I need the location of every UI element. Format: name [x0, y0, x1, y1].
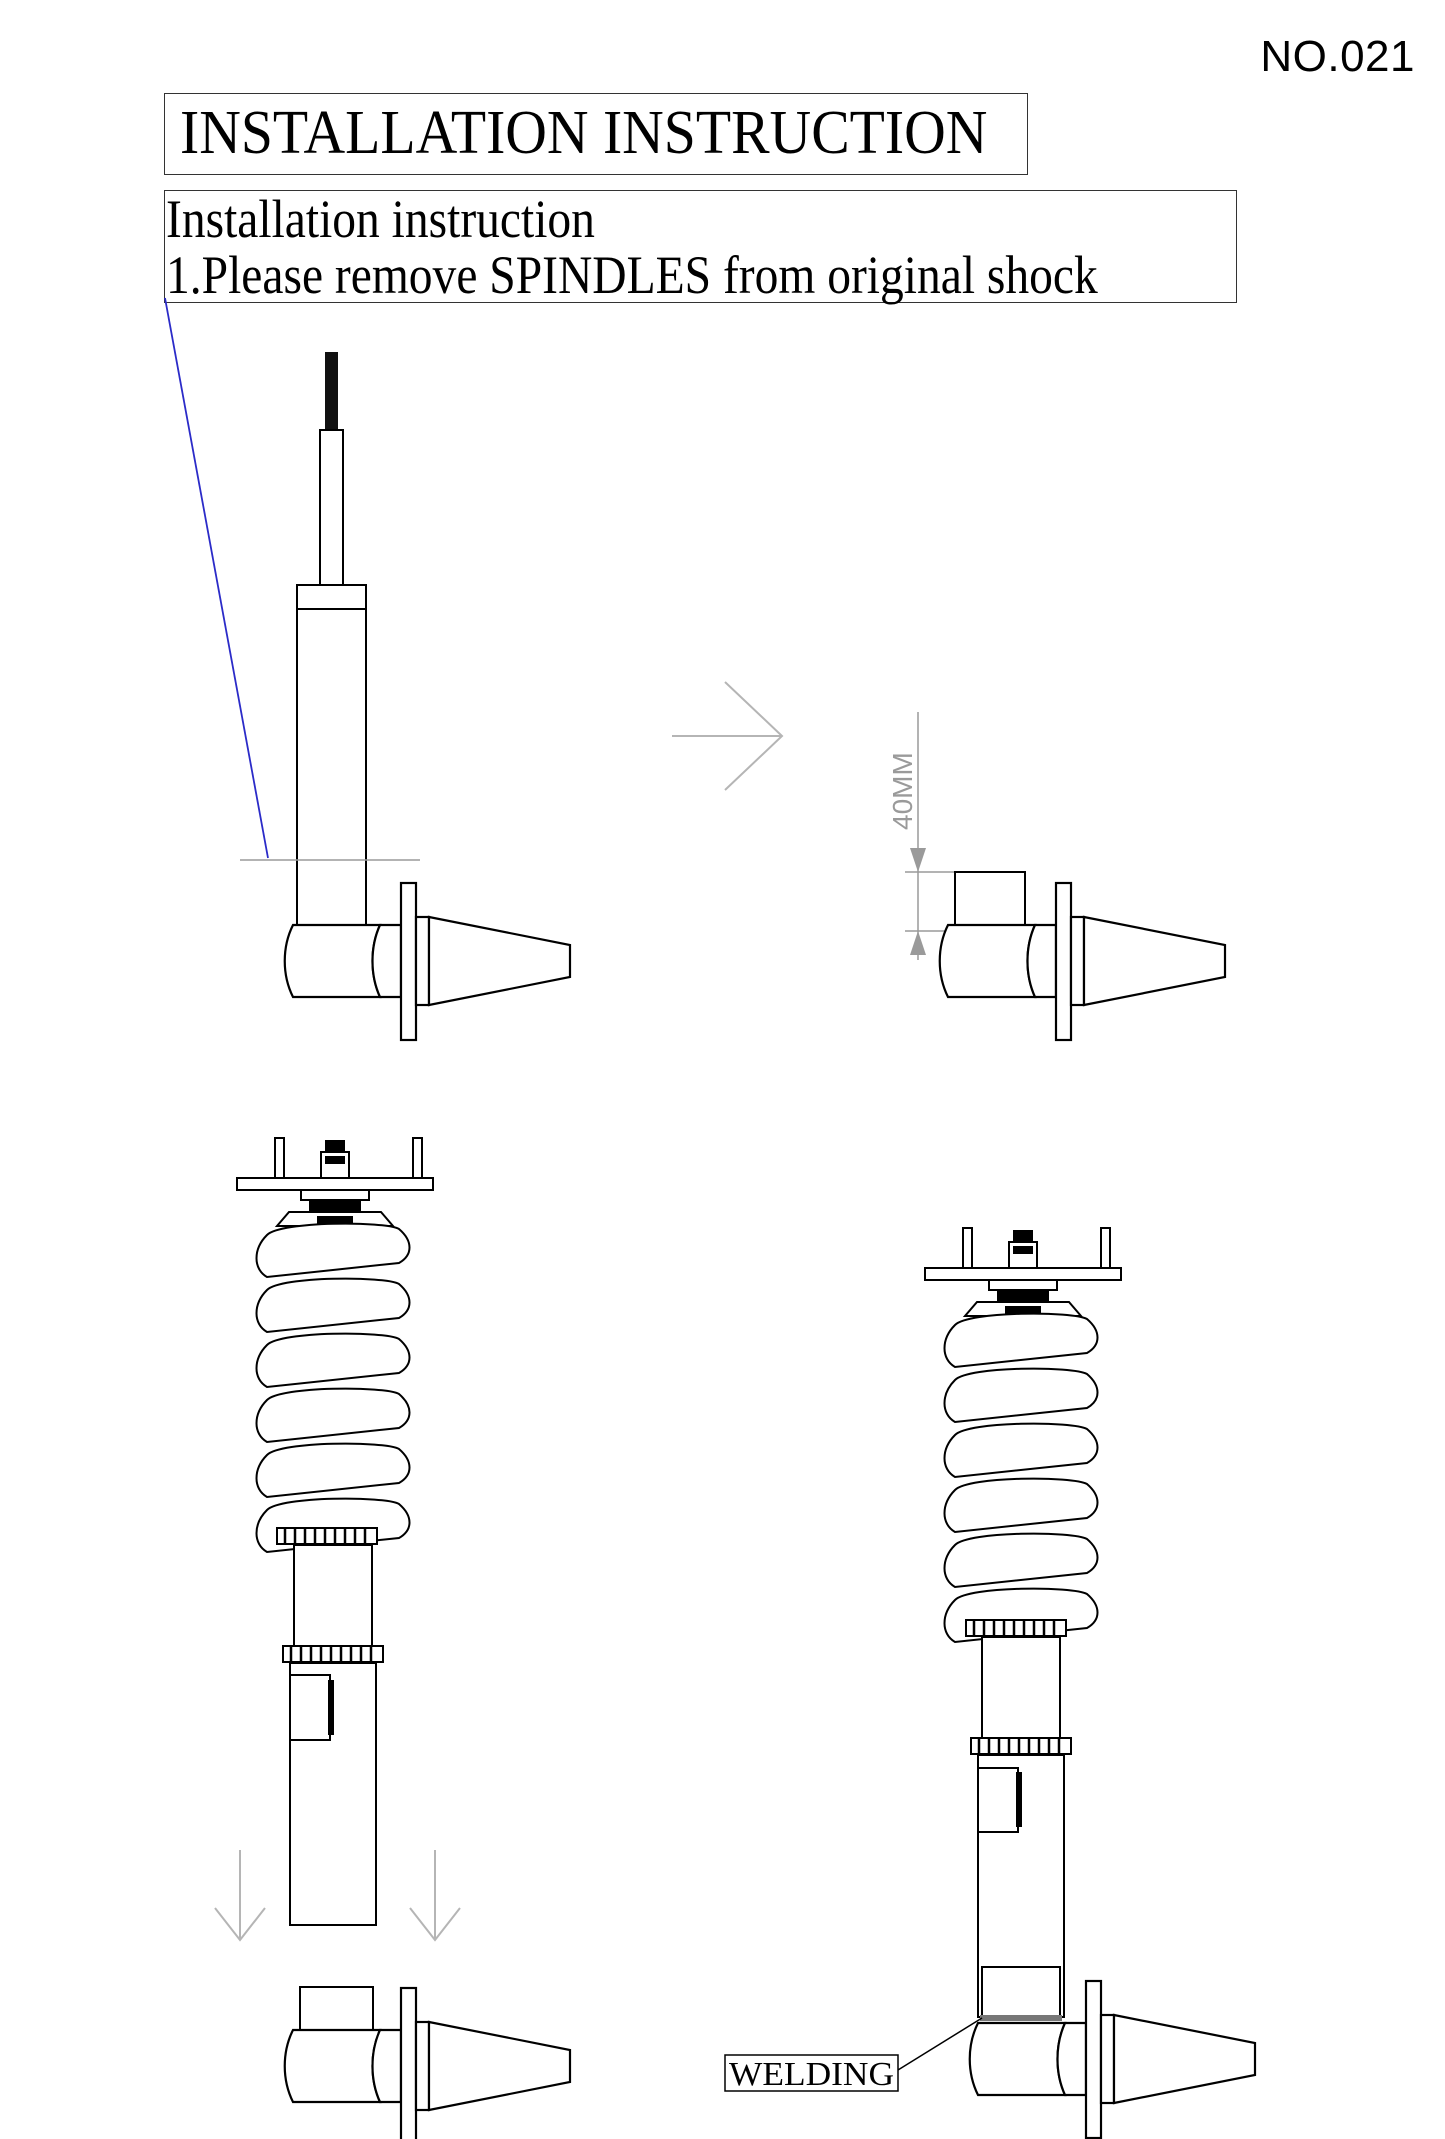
- document-number: NO.021: [1260, 32, 1415, 81]
- right-arrow-icon: [672, 681, 784, 791]
- page-title: INSTALLATION INSTRUCTION: [180, 99, 988, 167]
- welding-leader: [897, 2017, 983, 2071]
- threaded-rod: [325, 352, 338, 430]
- instruction-heading: Installation instruction: [166, 189, 595, 249]
- welding-label-frame: [724, 2054, 899, 2092]
- leader-line: [164, 297, 269, 859]
- height-lock-ring: [281, 1644, 385, 1664]
- cut-spindle-figure: 40MM: [887, 712, 1227, 1042]
- original-shock-figure: [164, 297, 572, 1042]
- lower-spring-seat: [964, 1618, 1068, 1638]
- welding-label: WELDING: [729, 2056, 894, 2093]
- title-frame: [164, 93, 1028, 175]
- spindle-stub: [299, 1986, 374, 2038]
- dimension-label: 40MM: [887, 752, 918, 830]
- weld-seam: [980, 2015, 1062, 2021]
- shock-body-lower: [289, 1662, 377, 1926]
- down-arrow-icon: [409, 1849, 461, 1941]
- welded-assembly-figure: WELDING: [724, 1227, 1257, 2139]
- shock-body: [296, 608, 367, 933]
- down-arrow-icon: [214, 1849, 266, 1941]
- piston-rod: [319, 429, 344, 586]
- spindle-stub: [981, 1966, 1061, 2018]
- shock-body-upper: [981, 1636, 1061, 1740]
- top-mount: [236, 1137, 434, 1227]
- spindle-stub: [954, 871, 1026, 933]
- shock-body-upper: [293, 1544, 373, 1648]
- lower-spring-seat: [275, 1526, 379, 1546]
- coil-spring: [255, 1222, 411, 1553]
- height-lock-ring: [969, 1736, 1073, 1756]
- instruction-step-1: 1.Please remove SPINDLES from original s…: [166, 245, 1098, 305]
- coil-spring: [943, 1312, 1099, 1643]
- top-mount: [924, 1227, 1122, 1317]
- shock-cap: [296, 584, 367, 610]
- instruction-frame: [164, 190, 1237, 303]
- coilover-insert-figure: [214, 1137, 572, 2139]
